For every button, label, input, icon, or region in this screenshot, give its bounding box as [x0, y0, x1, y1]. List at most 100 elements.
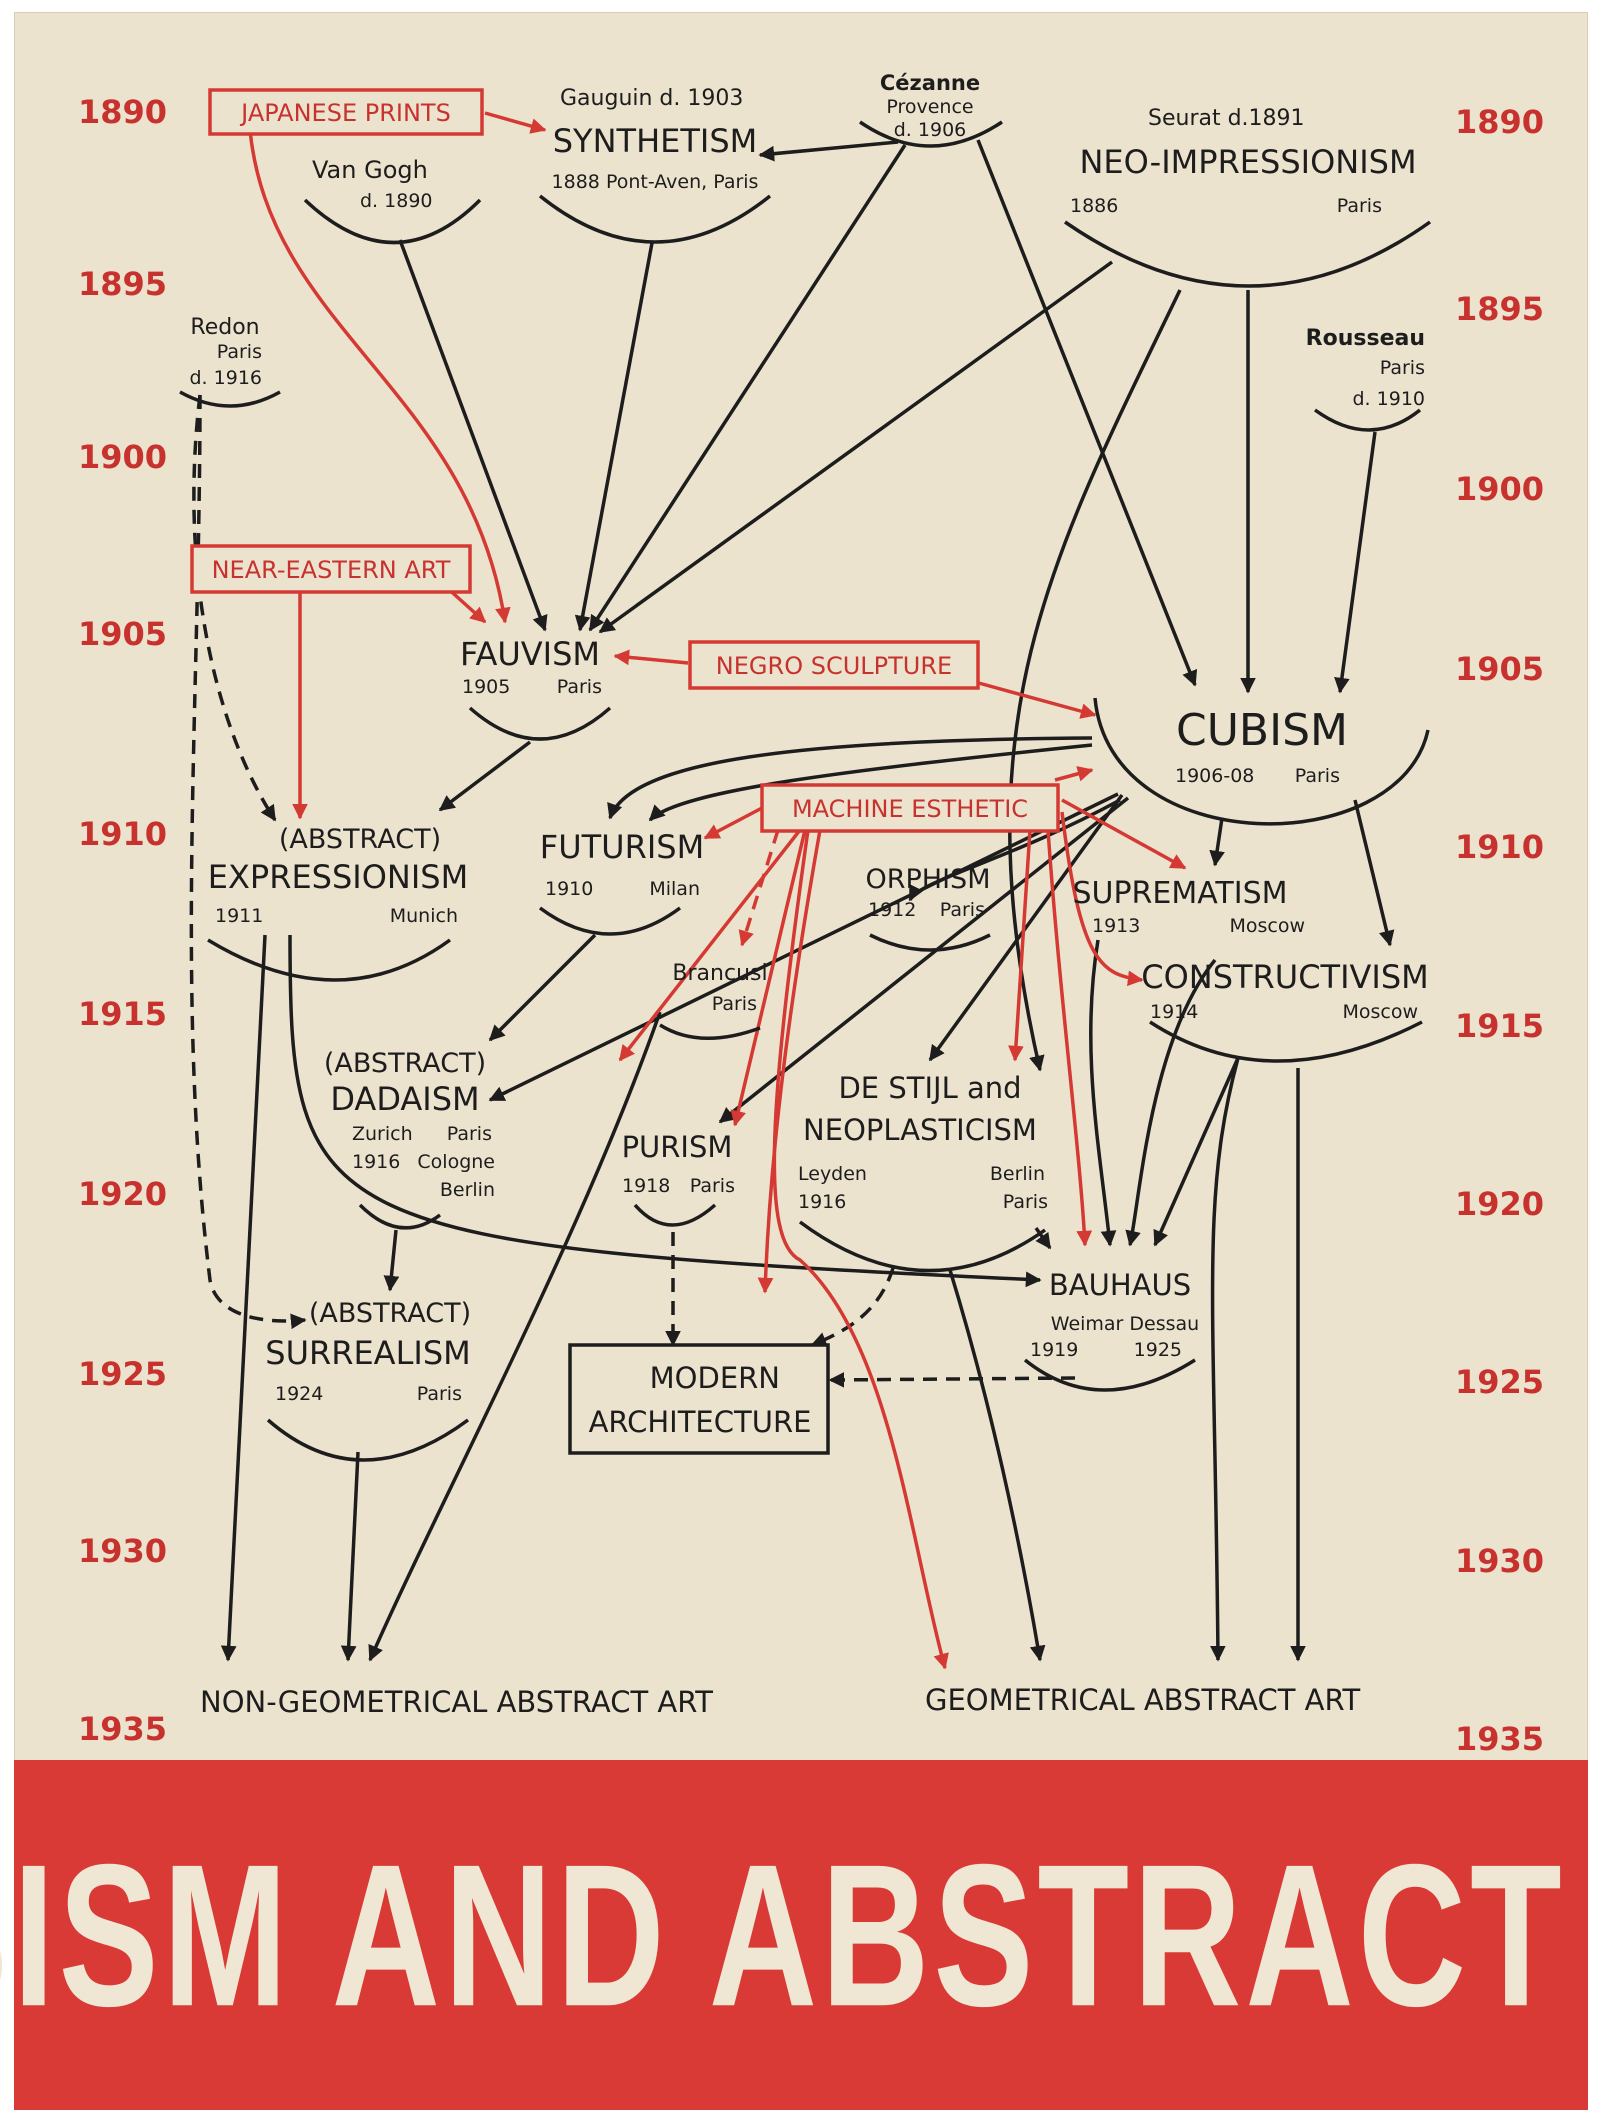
de-stijl-place3: Paris [1003, 1191, 1048, 1213]
neo-impressionism-place: Paris [1337, 195, 1382, 217]
fauvism-name: FAUVISM [460, 635, 600, 673]
arrow-constructivism-bauhaus-b [1153, 1057, 1240, 1247]
arc-orphism [869, 933, 991, 952]
red-arrow-machine-futurism [703, 806, 763, 840]
arrow-surrealism-nongeometrical [340, 1451, 360, 1662]
purism-name: PURISM [622, 1130, 733, 1164]
year-left-1895: 1895 [78, 265, 167, 303]
bauhaus-places: Weimar Dessau [1051, 1313, 1199, 1335]
art-movements-diagram: 1890 1895 1900 1905 1910 1915 1920 1925 … [78, 71, 1544, 1758]
year-right-1895: 1895 [1455, 290, 1544, 328]
synthetism-detail: 1888 Pont-Aven, Paris [552, 171, 759, 193]
non-geometrical-abstract-art: NON-GEOMETRICAL ABSTRACT ART [200, 1685, 713, 1719]
red-arrow-machine-modern-architecture [757, 829, 822, 1294]
year-left-1915: 1915 [78, 995, 167, 1033]
arrow-dadaism-surrealism [383, 1229, 400, 1292]
expressionism-year: 1911 [215, 905, 263, 927]
year-right-1910: 1910 [1455, 828, 1544, 866]
de-stijl-place2: Berlin [990, 1163, 1045, 1185]
cover-title: CUBISM AND ABSTRACT ART [0, 1820, 1600, 2048]
connection-lines [189, 111, 1395, 1670]
gauguin-label: Gauguin d. 1903 [560, 86, 743, 111]
modern-architecture-frame [568, 1343, 830, 1455]
arc-purism [633, 1203, 717, 1227]
dadaism-place2: Paris [447, 1123, 492, 1145]
brancusi-place: Paris [712, 993, 757, 1015]
arc-synthetism [538, 194, 772, 244]
dadaism-name: DADAISM [330, 1080, 479, 1118]
dadaism-year: 1916 [352, 1151, 400, 1173]
cubism-name: CUBISM [1176, 705, 1348, 756]
red-arrow-machine-destijl [1008, 829, 1032, 1062]
rousseau-label: Rousseau [1306, 326, 1425, 351]
year-left-1890: 1890 [78, 93, 167, 131]
dashed-arrow-redon-surrealism [189, 394, 307, 1330]
box-machine-esthetic: MACHINE ESTHETIC [760, 783, 1060, 833]
red-arrow-machine-bauhaus [1046, 829, 1093, 1247]
year-left-1930: 1930 [78, 1532, 167, 1570]
arrow-cezanne-synthetism [758, 140, 899, 162]
de-stijl-name2: NEOPLASTICISM [803, 1113, 1037, 1147]
purism-place: Paris [690, 1175, 735, 1197]
arc-surrealism [266, 1418, 470, 1462]
year-right-1915: 1915 [1455, 1007, 1544, 1045]
arc-cubism [1093, 697, 1430, 826]
expressionism-prefix: (ABSTRACT) [279, 824, 441, 855]
cubism-year: 1906-08 [1175, 765, 1254, 787]
machine-esthetic-label: MACHINE ESTHETIC [792, 795, 1028, 823]
van-gogh-label: Van Gogh [312, 156, 428, 184]
arc-van-gogh [303, 198, 482, 245]
redon-place: Paris [217, 341, 262, 363]
redon-label: Redon [190, 315, 259, 340]
de-stijl-place1: Leyden [798, 1163, 867, 1185]
year-right-1890: 1890 [1455, 103, 1544, 141]
arc-fauvism [468, 706, 612, 741]
arrow-cezanne-fauvism [588, 144, 907, 632]
arrow-cubism-purism [718, 796, 1130, 1124]
arrow-constructivism-bauhaus-a [1125, 958, 1217, 1247]
year-left-1910: 1910 [78, 815, 167, 853]
arrow-neoimpressionism-destijl [1008, 289, 1182, 1072]
box-modern-architecture: MODERN ARCHITECTURE [568, 1343, 830, 1455]
neo-impressionism-year: 1886 [1070, 195, 1118, 217]
near-eastern-art-label: NEAR-EASTERN ART [212, 556, 451, 584]
van-gogh-death: d. 1890 [360, 190, 433, 212]
arrow-futurism-dadaism [488, 933, 597, 1042]
arrow-cubism-futurism-b [648, 743, 1093, 822]
negro-sculpture-label: NEGRO SCULPTURE [716, 652, 952, 680]
de-stijl-year: 1916 [798, 1191, 846, 1213]
suprematism-name: SUPREMATISM [1072, 876, 1287, 911]
dashed-arrow-destijl-modern-architecture [810, 1267, 895, 1348]
artist-labels: Gauguin d. 1903 Cézanne Provence d. 1906… [190, 71, 1426, 1015]
arrow-destijl-geometrical [948, 1269, 1046, 1662]
cubism-place: Paris [1295, 765, 1340, 787]
futurism-place: Milan [649, 878, 700, 900]
dadaism-prefix: (ABSTRACT) [324, 1048, 486, 1079]
japanese-prints-frame [208, 88, 484, 136]
arc-neo-impressionism [1064, 220, 1432, 288]
red-dashed-arrow-machine-brancusi [738, 829, 780, 947]
futurism-year: 1910 [545, 878, 593, 900]
purism-year: 1918 [622, 1175, 670, 1197]
cezanne-place: Provence [886, 96, 973, 118]
movement-arcs [179, 120, 1432, 1462]
dashed-arrow-redon-expressionism [192, 394, 277, 822]
arc-constructivism [1149, 1020, 1423, 1063]
red-arrow-japanese-fauvism [248, 129, 511, 624]
arrow-fauvism-expressionism [438, 740, 532, 812]
arc-redon [179, 390, 281, 408]
fauvism-place: Paris [557, 676, 602, 698]
outcome-labels: NON-GEOMETRICAL ABSTRACT ART GEOMETRICAL… [200, 1683, 1361, 1719]
near-eastern-art-frame [190, 544, 472, 594]
arrow-expressionism-nongeometrical [220, 934, 267, 1662]
brancusi-label: Brancusi [672, 961, 767, 986]
bauhaus-year1: 1919 [1030, 1339, 1078, 1361]
red-arrow-machine-cubism [1054, 766, 1094, 782]
cezanne-label: Cézanne [880, 71, 980, 95]
red-arrow-machine-purism [730, 829, 807, 1127]
year-axis-right: 1890 1895 1900 1905 1910 1915 1920 1925 … [1455, 103, 1544, 1758]
dashed-arrow-bauhaus-modern-architecture [828, 1372, 1076, 1388]
dadaism-place4: Berlin [440, 1179, 495, 1201]
year-right-1920: 1920 [1455, 1185, 1544, 1223]
